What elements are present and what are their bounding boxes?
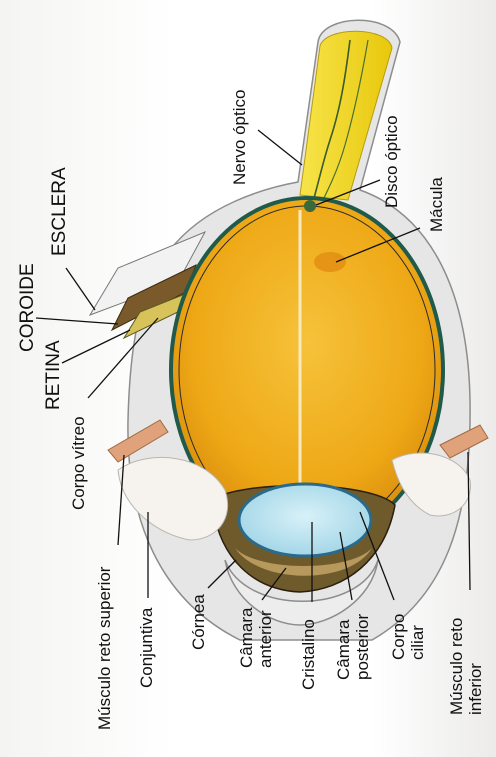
label-nervo-optico: Nervo óptico (231, 90, 248, 185)
label-corpo-ciliar-2: ciliar (409, 625, 426, 660)
lens (239, 484, 371, 556)
label-cornea: Córnea (190, 594, 207, 650)
label-camara-posterior-1: Câmara (335, 620, 352, 680)
label-conjuntiva: Conjuntiva (138, 608, 155, 688)
macula (314, 252, 346, 272)
label-musculo-reto-inferior-1: Músculo reto (448, 618, 465, 715)
leader-esclera (66, 268, 95, 310)
leader-retina (62, 330, 130, 363)
leader-coroide (36, 318, 118, 324)
label-retina: RETINA (44, 340, 63, 410)
label-cristalino: Cristalino (300, 619, 317, 690)
label-corpo-ciliar-1: Corpo (390, 614, 407, 660)
label-camara-anterior-1: Câmara (238, 608, 255, 668)
label-musculo-reto-superior: Músculo reto superior (96, 567, 113, 730)
label-corpo-vitreo: Corpo vítreo (70, 416, 87, 510)
optic-disc (304, 200, 316, 212)
leader-nervo-optico (258, 130, 302, 165)
leader-musculo-inferior (468, 452, 470, 590)
label-macula: Mácula (428, 177, 445, 232)
label-musculo-reto-inferior-2: inferior (467, 663, 484, 715)
label-disco-optico: Disco óptico (383, 115, 400, 208)
label-esclera: ESCLERA (50, 167, 69, 256)
label-coroide: COROIDE (18, 263, 37, 352)
label-camara-anterior-2: anterior (257, 610, 274, 668)
label-camara-posterior-2: posterior (354, 614, 371, 680)
